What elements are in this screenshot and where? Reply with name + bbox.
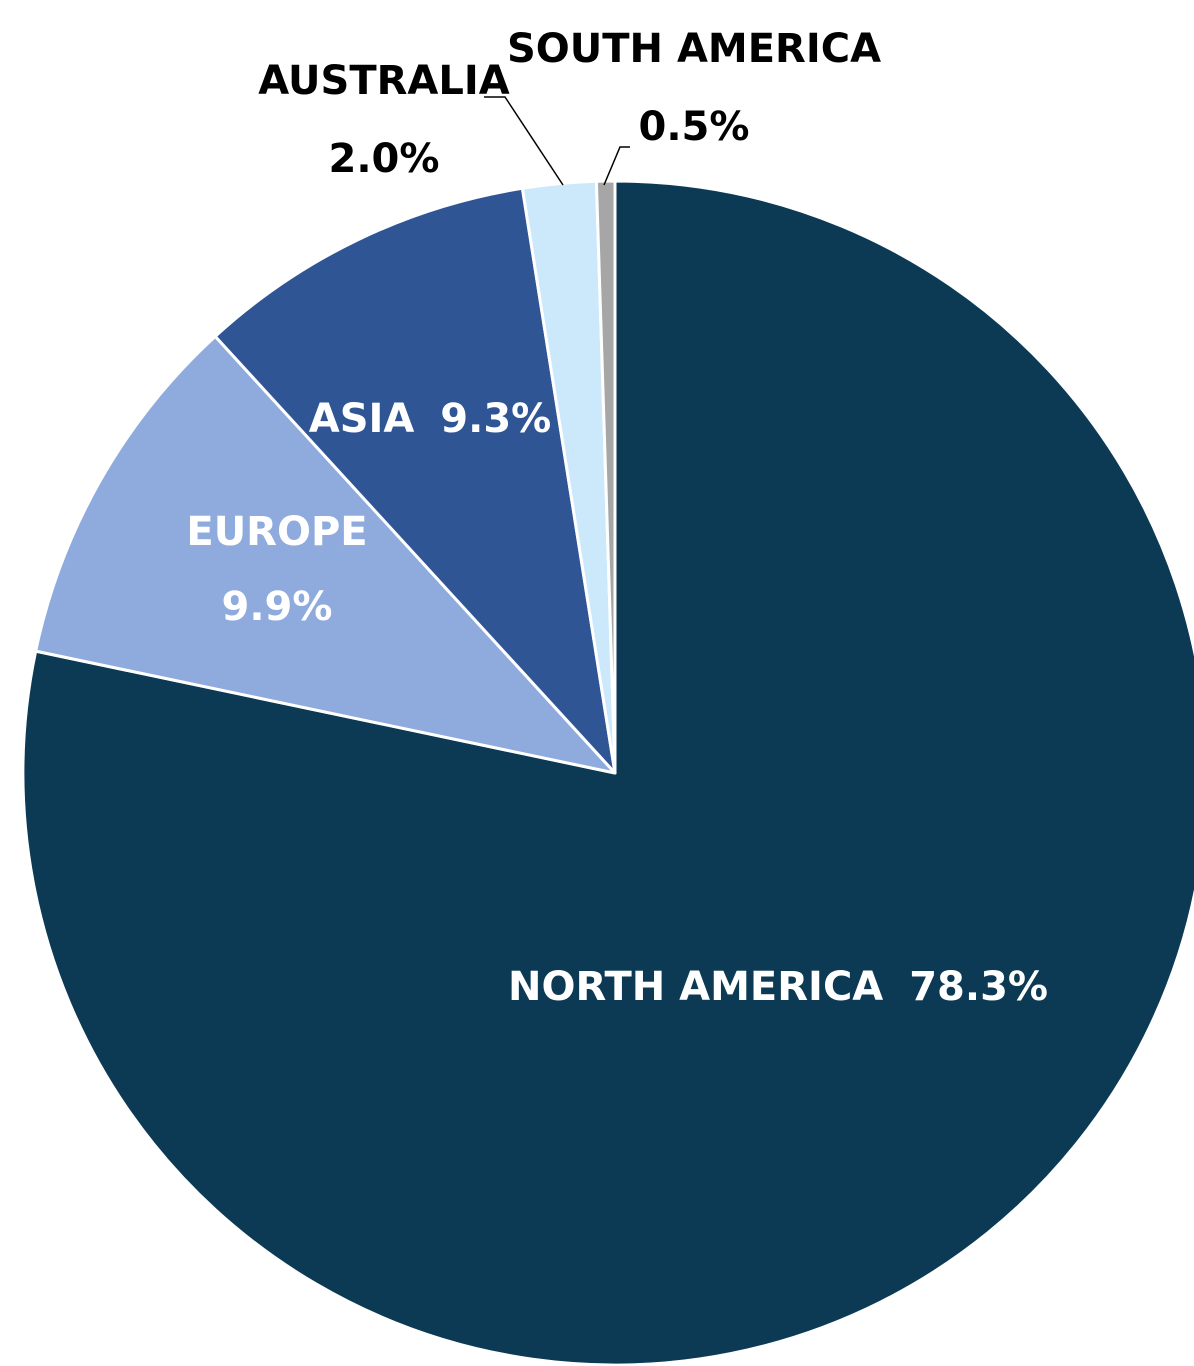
slice-labels: NORTH AMERICA 78.3% EUROPE 9.9% ASIA 9.3… bbox=[186, 26, 1048, 1010]
label-north-america-value: 78.3% bbox=[909, 964, 1048, 1010]
label-south-america-name: SOUTH AMERICA bbox=[507, 26, 881, 72]
label-north-america-name: NORTH AMERICA bbox=[508, 964, 883, 1010]
pie-slice-europe bbox=[34, 334, 617, 775]
label-asia: ASIA 9.3% bbox=[309, 396, 551, 442]
label-europe-value: 9.9% bbox=[222, 584, 333, 630]
label-europe-name: EUROPE bbox=[186, 509, 367, 555]
label-north-america: NORTH AMERICA 78.3% bbox=[508, 964, 1048, 1010]
leader-lines bbox=[484, 96, 630, 186]
pie-slice-asia bbox=[213, 186, 617, 775]
label-asia-name: ASIA bbox=[309, 396, 415, 442]
label-south-america-value: 0.5% bbox=[639, 104, 750, 150]
pie-slices bbox=[21, 179, 1194, 1366]
leader-line-south-america bbox=[603, 146, 630, 186]
label-australia-value: 2.0% bbox=[329, 136, 440, 182]
label-asia-value: 9.3% bbox=[440, 396, 551, 442]
leader-line-australia bbox=[484, 96, 564, 186]
label-australia-name: AUSTRALIA bbox=[258, 58, 509, 104]
